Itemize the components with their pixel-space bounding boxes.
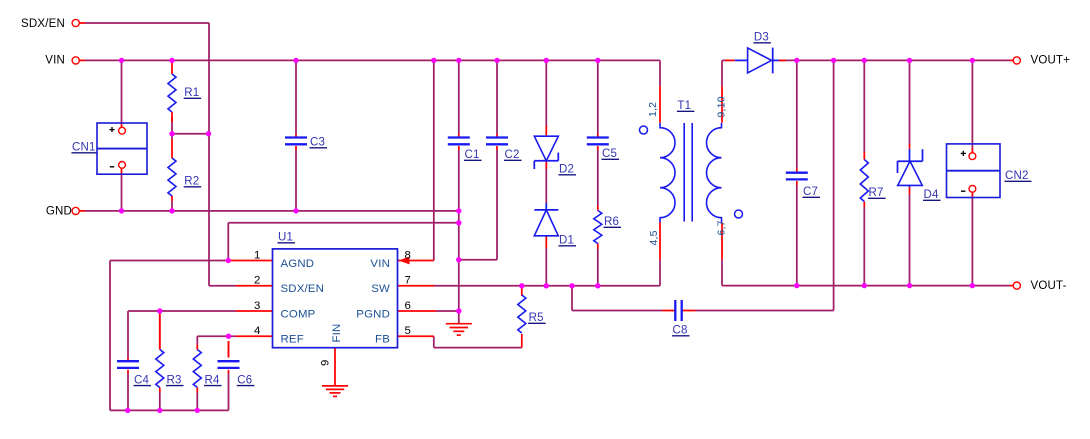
svg-text:4: 4 xyxy=(254,325,261,337)
svg-text:C6: C6 xyxy=(237,374,252,386)
svg-text:GND: GND xyxy=(46,205,72,217)
svg-text:C7: C7 xyxy=(803,186,818,198)
svg-text:VIN: VIN xyxy=(370,258,390,270)
svg-text:SDX/EN: SDX/EN xyxy=(281,283,325,295)
svg-text:C2: C2 xyxy=(505,149,520,161)
svg-text:6,7: 6,7 xyxy=(716,220,728,235)
svg-text:R3: R3 xyxy=(167,374,182,386)
svg-text:R6: R6 xyxy=(604,216,619,228)
svg-text:R1: R1 xyxy=(184,87,199,99)
svg-text:C5: C5 xyxy=(602,148,617,160)
svg-text:C4: C4 xyxy=(134,374,150,386)
svg-text:R4: R4 xyxy=(205,374,221,386)
svg-text:C8: C8 xyxy=(673,325,688,337)
svg-text:6: 6 xyxy=(405,300,412,312)
svg-text:REF: REF xyxy=(281,334,304,346)
svg-text:VIN: VIN xyxy=(45,54,65,66)
svg-text:C1: C1 xyxy=(465,149,480,161)
svg-text:5: 5 xyxy=(405,325,412,337)
svg-text:3: 3 xyxy=(254,300,261,312)
svg-text:VOUT+: VOUT+ xyxy=(1031,55,1071,67)
svg-text:FB: FB xyxy=(375,334,390,346)
svg-text:D4: D4 xyxy=(924,189,940,201)
svg-text:R2: R2 xyxy=(184,176,199,188)
svg-text:1: 1 xyxy=(254,249,261,261)
svg-text:C3: C3 xyxy=(310,137,325,149)
svg-text:T1: T1 xyxy=(677,100,691,112)
svg-text:2: 2 xyxy=(254,275,261,287)
svg-text:SW: SW xyxy=(371,283,390,295)
svg-text:AGND: AGND xyxy=(281,258,315,270)
svg-text:4,5: 4,5 xyxy=(648,230,660,245)
svg-text:D1: D1 xyxy=(559,235,574,247)
svg-text:8: 8 xyxy=(405,249,412,261)
svg-text:D3: D3 xyxy=(754,32,769,44)
svg-text:CN2: CN2 xyxy=(1005,170,1029,182)
svg-text:7: 7 xyxy=(405,275,412,287)
svg-text:1,2: 1,2 xyxy=(647,102,659,117)
svg-text:PGND: PGND xyxy=(356,308,390,320)
svg-text:R7: R7 xyxy=(869,187,884,199)
svg-text:9,10: 9,10 xyxy=(716,96,728,117)
svg-text:R5: R5 xyxy=(529,312,544,324)
svg-text:CN1: CN1 xyxy=(72,142,96,154)
svg-text:D2: D2 xyxy=(559,164,574,176)
svg-text:FIN: FIN xyxy=(331,324,343,343)
svg-text:VOUT-: VOUT- xyxy=(1031,280,1067,292)
svg-text:9: 9 xyxy=(320,359,332,366)
svg-text:SDX/EN: SDX/EN xyxy=(21,18,65,30)
svg-text:COMP: COMP xyxy=(281,308,316,320)
svg-text:U1: U1 xyxy=(278,232,293,244)
